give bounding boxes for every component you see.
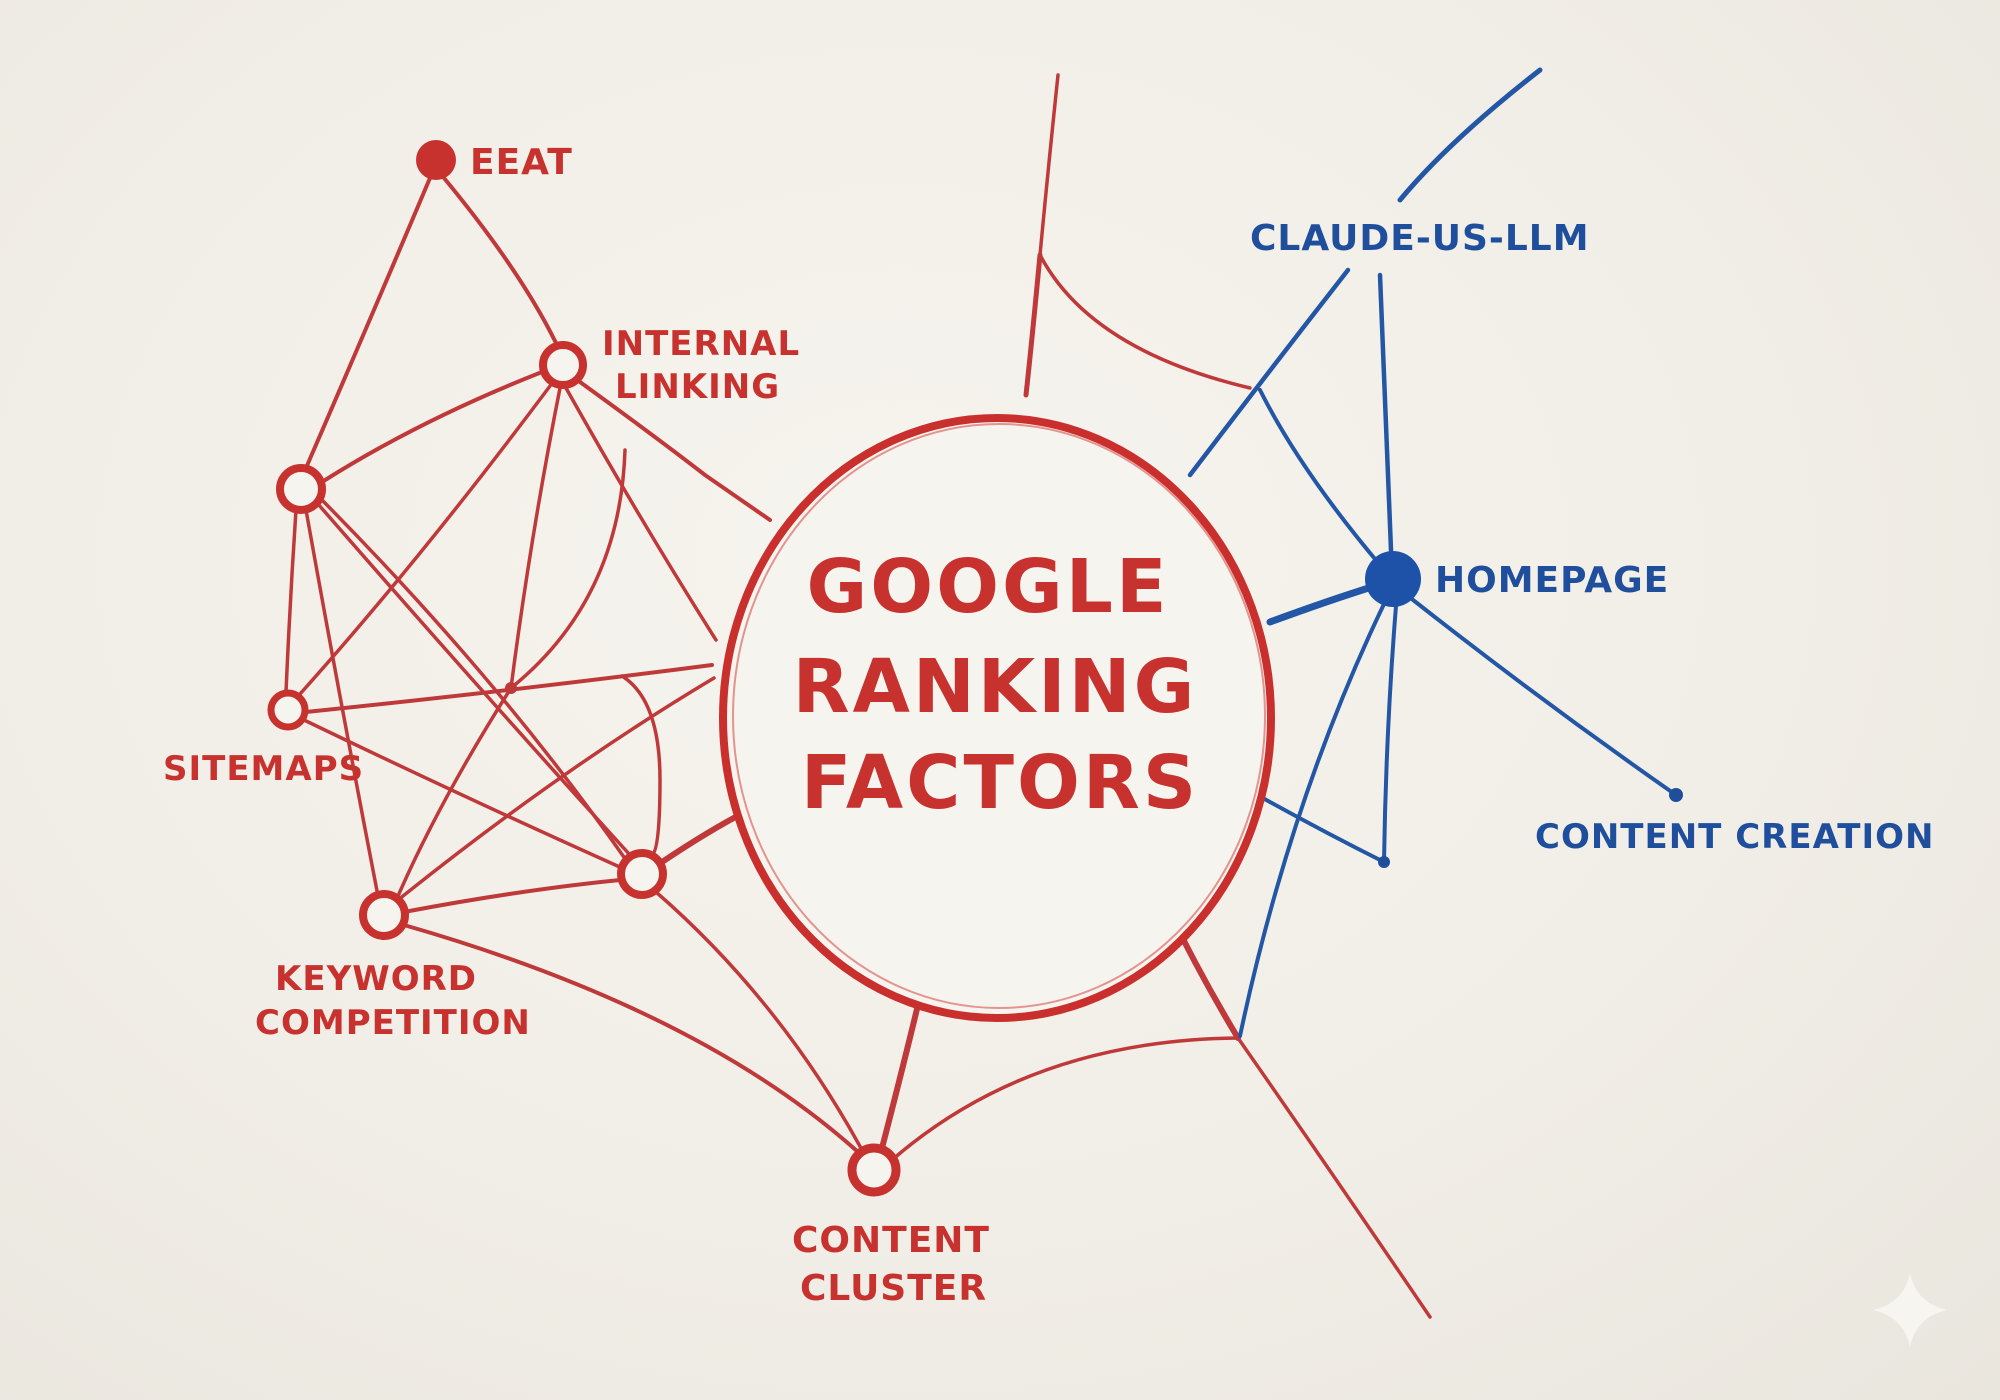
eeat-label: EEAT [470, 142, 573, 183]
node-sitemaps[interactable]: SITEMAPS [163, 689, 364, 789]
unlabeled-node-a-ring [276, 464, 326, 514]
homepage-label: HOMEPAGE [1435, 560, 1669, 601]
edge-nodeb-center [659, 809, 748, 865]
edge-cluster-junction [890, 1036, 1240, 1162]
edge-center-smalldot [1250, 790, 1386, 864]
node-claude-us-llm[interactable]: CLAUDE-US-LLM [1250, 218, 1590, 259]
edge-junction-down [1236, 1036, 1432, 1319]
content-creation-dot [1669, 788, 1683, 802]
node-homepage[interactable]: HOMEPAGE [1365, 551, 1669, 607]
edge-homepage-creation [1406, 594, 1678, 797]
edge-web-homepage [1258, 388, 1382, 567]
edge-nodea-sitemaps [284, 508, 298, 694]
homepage-node-dot [1365, 551, 1421, 607]
eeat-node-dot [416, 140, 456, 180]
edge-claude-homepage [1377, 272, 1395, 578]
edge-nodea-keyword [304, 508, 380, 898]
edge-sitemaps-nodeb [302, 718, 624, 870]
keyword-node-ring [359, 890, 409, 940]
node-keyword-competition[interactable]: KEYWORD COMPETITION [255, 890, 531, 1043]
junction-dot [505, 682, 517, 694]
keyword-label-1: KEYWORD [275, 959, 477, 999]
edge-keyword-nodeb [402, 878, 622, 914]
edge-internal-center [578, 380, 772, 522]
edge-arc-center [620, 674, 662, 857]
node-unlabeled-b[interactable] [617, 849, 667, 899]
edge-top-thick [1023, 252, 1043, 398]
title-line-3: FACTORS [801, 740, 1199, 826]
edge-keyword-cluster [402, 923, 860, 1154]
edge-homepage-center [1266, 582, 1379, 626]
red-connections [284, 73, 1432, 1319]
content-cluster-label-2: CLUSTER [800, 1268, 987, 1309]
edge-homepage-junction [1238, 602, 1386, 1038]
edge-internal-nodea [320, 370, 544, 484]
edge-eeat-nodea [304, 176, 432, 470]
edge-blue-top [1397, 67, 1543, 203]
content-creation-label: CONTENT CREATION [1535, 817, 1934, 857]
internal-linking-label-1: INTERNAL [602, 324, 800, 364]
central-circle [719, 414, 1275, 1022]
internal-linking-label-2: LINKING [615, 367, 780, 407]
node-content-creation[interactable]: CONTENT CREATION [1535, 817, 1934, 857]
edge-claude-center [1187, 267, 1351, 478]
node-content-cluster[interactable]: CONTENT CLUSTER [792, 1143, 990, 1309]
node-internal-linking[interactable]: INTERNAL LINKING [539, 324, 800, 407]
internal-linking-node-ring [539, 341, 587, 389]
edge-internal-junction [509, 386, 562, 690]
edge-nodeb-cluster [654, 890, 864, 1152]
content-cluster-node-ring [847, 1143, 901, 1197]
sitemaps-label: SITEMAPS [163, 749, 364, 789]
edge-keyword-center [396, 676, 716, 902]
title-line-2: RANKING [793, 644, 1198, 730]
edge-top-thin [1038, 73, 1060, 257]
blue-connections [1187, 67, 1683, 1038]
claude-us-llm-label: CLAUDE-US-LLM [1250, 218, 1590, 259]
unlabeled-node-b-ring [617, 849, 667, 899]
title-line-1: GOOGLE [807, 544, 1170, 630]
edge-internal-sitemaps [298, 384, 552, 696]
edge-top-curve [1038, 253, 1252, 390]
keyword-label-2: COMPETITION [255, 1003, 531, 1043]
content-cluster-label-1: CONTENT [792, 1220, 990, 1261]
central-node[interactable]: GOOGLE RANKING FACTORS [719, 414, 1275, 1022]
node-unlabeled-a[interactable] [276, 464, 326, 514]
edge-internal-right [564, 386, 718, 642]
edge-nodea-nodeb-2 [320, 498, 628, 862]
sitemaps-node-ring [267, 689, 309, 731]
sparkle-icon [1873, 1273, 1947, 1347]
node-eeat[interactable]: EEAT [416, 140, 573, 183]
edge-eeat-internal [442, 176, 558, 345]
small-blue-dot [1378, 856, 1390, 868]
edge-homepage-smalldot [1382, 604, 1398, 864]
central-circle-inner-stroke [732, 423, 1266, 1009]
